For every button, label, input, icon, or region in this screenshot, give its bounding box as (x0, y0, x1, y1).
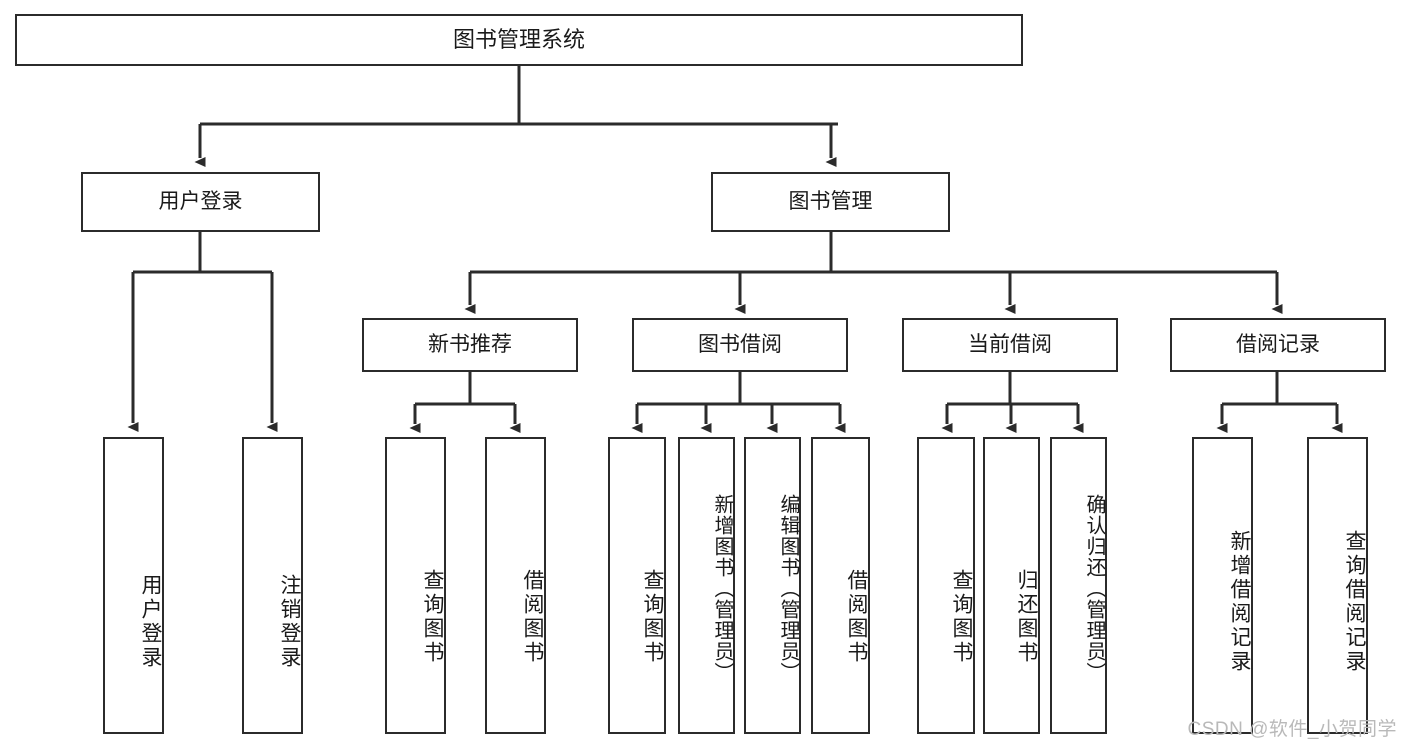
node-current-borrow-label: 当前借阅 (968, 332, 1052, 356)
node-leaf-query-record[interactable]: 查询借阅记录 (1307, 437, 1368, 734)
node-leaf-borrow-book-recommend-label: 借阅图书 (521, 568, 544, 665)
node-user-login-label: 用户登录 (158, 189, 243, 213)
node-leaf-add-book-label: 新增图书（管理员） (711, 494, 733, 683)
node-leaf-edit-book[interactable]: 编辑图书（管理员） (744, 437, 801, 734)
node-borrow-record[interactable]: 借阅记录 (1170, 318, 1386, 372)
node-book-borrow-label: 图书借阅 (698, 332, 782, 356)
node-root[interactable]: 图书管理系统 (15, 14, 1023, 66)
node-current-borrow[interactable]: 当前借阅 (902, 318, 1118, 372)
node-leaf-query-book-current[interactable]: 查询图书 (917, 437, 975, 734)
node-leaf-query-book-borrow[interactable]: 查询图书 (608, 437, 666, 734)
node-book-management[interactable]: 图书管理 (711, 172, 950, 232)
node-root-label: 图书管理系统 (452, 27, 585, 53)
node-leaf-edit-book-label: 编辑图书（管理员） (777, 494, 799, 683)
node-leaf-query-book-borrow-label: 查询图书 (641, 568, 664, 665)
node-leaf-query-book-recommend-label: 查询图书 (421, 568, 444, 665)
node-leaf-add-book[interactable]: 新增图书（管理员） (678, 437, 735, 734)
node-leaf-add-record[interactable]: 新增借阅记录 (1192, 437, 1253, 734)
node-new-book-recommend[interactable]: 新书推荐 (362, 318, 578, 372)
node-leaf-borrow-book[interactable]: 借阅图书 (811, 437, 870, 734)
node-leaf-logout-label: 注销登录 (278, 573, 301, 670)
node-leaf-query-book-current-label: 查询图书 (950, 568, 973, 665)
node-user-login[interactable]: 用户登录 (81, 172, 320, 232)
node-leaf-query-record-label: 查询借阅记录 (1343, 529, 1366, 674)
node-book-borrow[interactable]: 图书借阅 (632, 318, 848, 372)
node-leaf-borrow-book-recommend[interactable]: 借阅图书 (485, 437, 546, 734)
node-leaf-query-book-recommend[interactable]: 查询图书 (385, 437, 446, 734)
node-leaf-return-book[interactable]: 归还图书 (983, 437, 1040, 734)
node-leaf-user-login-label: 用户登录 (139, 573, 162, 670)
node-leaf-user-login[interactable]: 用户登录 (103, 437, 164, 734)
node-borrow-record-label: 借阅记录 (1236, 332, 1320, 356)
node-leaf-confirm-return[interactable]: 确认归还（管理员） (1050, 437, 1107, 734)
node-leaf-confirm-return-label: 确认归还（管理员） (1083, 494, 1105, 683)
node-leaf-borrow-book-label: 借阅图书 (845, 568, 868, 665)
csdn-watermark: CSDN @软件_小贺同学 (1187, 719, 1397, 740)
node-leaf-return-book-label: 归还图书 (1015, 568, 1038, 665)
node-book-management-label: 图书管理 (788, 189, 873, 213)
node-leaf-logout[interactable]: 注销登录 (242, 437, 303, 734)
node-leaf-add-record-label: 新增借阅记录 (1228, 529, 1251, 674)
node-new-book-recommend-label: 新书推荐 (428, 332, 512, 356)
